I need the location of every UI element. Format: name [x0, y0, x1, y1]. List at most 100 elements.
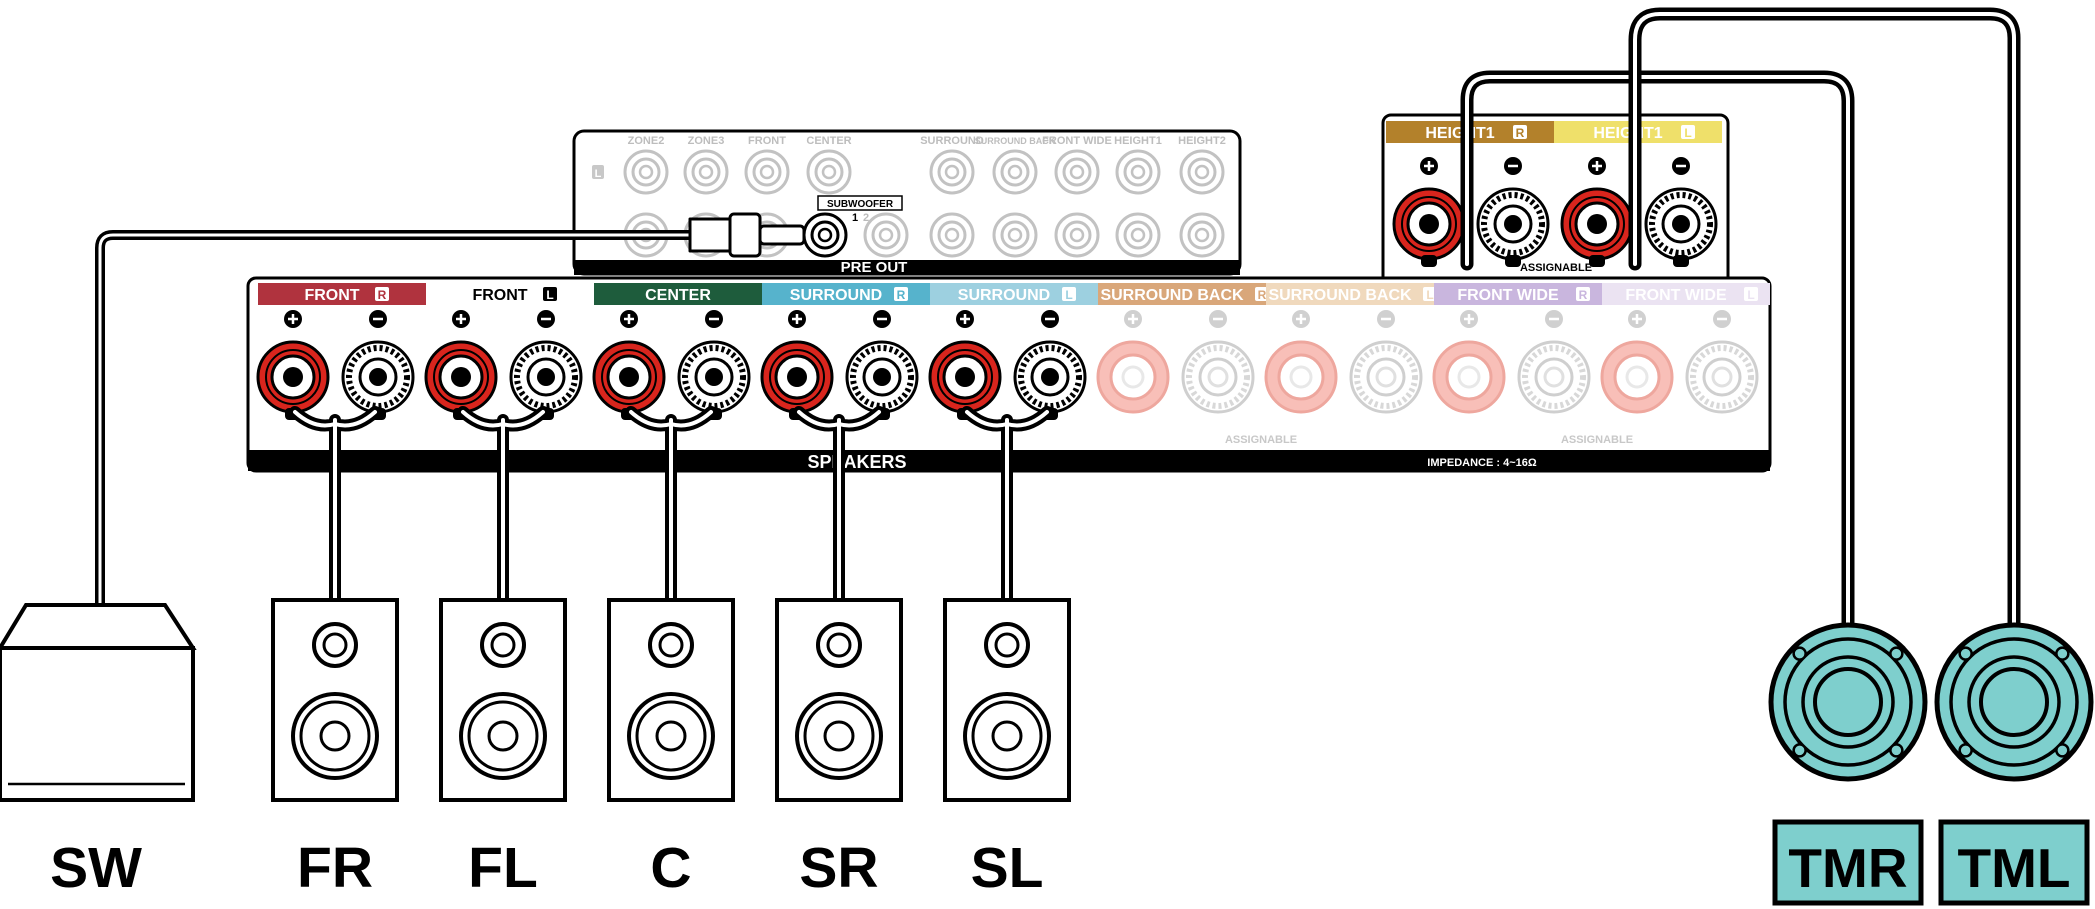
subwoofer-speaker[interactable]	[0, 603, 197, 802]
cable-tmr	[1460, 70, 1855, 647]
terminal-minus-9[interactable]	[1685, 340, 1759, 414]
minus-sign	[1713, 310, 1731, 328]
speaker-label-text: TML	[1957, 837, 2070, 899]
height-terminal-minus-1[interactable]	[1476, 187, 1550, 267]
channel-head-label: FRONT WIDE	[1625, 287, 1727, 304]
rca-plug-body	[688, 217, 732, 253]
terminal-plus-3[interactable]	[592, 340, 666, 420]
floor-speaker-sr[interactable]	[775, 598, 903, 802]
terminal-plus-4[interactable]	[760, 340, 834, 420]
terminal-minus-6[interactable]	[1181, 340, 1255, 414]
plus-sign	[1124, 310, 1142, 328]
plus-sign	[1292, 310, 1310, 328]
plus-sign	[956, 310, 974, 328]
minus-sign	[1504, 157, 1522, 175]
pre-out-jack-upper[interactable]	[992, 149, 1038, 195]
pre-out-jack-upper[interactable]	[1179, 149, 1225, 195]
height-terminal-plus-2[interactable]	[1560, 187, 1634, 267]
plus-sign	[1420, 157, 1438, 175]
terminal-minus-1[interactable]	[341, 340, 415, 420]
cable-subwoofer	[95, 212, 806, 610]
pre-out-jack-lower[interactable]	[1115, 212, 1161, 258]
channel-head-3: CENTER	[594, 283, 762, 305]
assignable-label-front-wide: ASSIGNABLE	[1561, 434, 1633, 446]
pre-out-jack-lower[interactable]	[1179, 212, 1225, 258]
pre-out-jack-upper[interactable]	[1054, 149, 1100, 195]
pre-out-side-label: L	[595, 168, 602, 180]
ceiling-speaker-tml[interactable]	[1934, 622, 2094, 782]
channel-head-side: R	[378, 288, 387, 302]
channel-head-side: R	[897, 288, 906, 302]
subwoofer-port-2-label: 2	[863, 212, 869, 224]
channel-head-side: L	[1747, 288, 1754, 302]
pre-out-jack-upper[interactable]	[929, 149, 975, 195]
pre-out-column-label: HEIGHT2	[1178, 135, 1226, 147]
plus-sign	[1628, 310, 1646, 328]
channel-head-side: L	[546, 288, 553, 302]
floor-speaker-fl[interactable]	[439, 598, 567, 802]
terminal-minus-8[interactable]	[1517, 340, 1591, 414]
speaker-label-sl: SL	[971, 836, 1044, 900]
terminal-plus-2[interactable]	[424, 340, 498, 420]
channel-head-side: R	[1516, 126, 1525, 140]
terminal-plus-9[interactable]	[1600, 340, 1674, 414]
pre-out-column-6: SURROUND BACK	[975, 136, 1056, 258]
pre-out-side-badge	[592, 165, 604, 179]
minus-sign	[1041, 310, 1059, 328]
terminal-minus-5[interactable]	[1013, 340, 1087, 420]
pre-out-jack-upper[interactable]	[623, 149, 669, 195]
pre-out-column-label: ZONE2	[628, 135, 665, 147]
pre-out-jack-lower[interactable]	[929, 212, 975, 258]
pre-out-jack-lower[interactable]	[1054, 212, 1100, 258]
pre-out-title: PRE OUT	[841, 259, 908, 276]
cable-floor-speaker-2	[457, 406, 549, 611]
ceiling-speaker-tmr[interactable]	[1768, 622, 1928, 782]
rca-plug-ring	[728, 212, 762, 258]
cable-floor-speaker-1	[289, 406, 381, 611]
channel-head-side: R	[1579, 288, 1588, 302]
channel-head-side: L	[1426, 288, 1433, 302]
rca-plug-tip	[758, 224, 806, 246]
terminal-plus-8[interactable]	[1432, 340, 1506, 414]
height-terminal-minus-2[interactable]	[1644, 187, 1718, 267]
minus-sign	[537, 310, 555, 328]
terminal-plus-6[interactable]	[1096, 340, 1170, 414]
floor-speaker-c[interactable]	[607, 598, 735, 802]
pre-out-column-5: SURROUND	[920, 135, 984, 258]
plus-sign	[284, 310, 302, 328]
pre-out-jack-upper[interactable]	[683, 149, 729, 195]
terminal-minus-2[interactable]	[509, 340, 583, 420]
speaker-label-text: TMR	[1788, 837, 1907, 899]
speaker-label-fl: FL	[468, 836, 538, 900]
height-terminal-plus-1[interactable]	[1392, 187, 1466, 267]
subwoofer-jack-1[interactable]	[802, 212, 848, 258]
assignable-label-surround-back: ASSIGNABLE	[1225, 434, 1297, 446]
channel-head-side: R	[1258, 288, 1267, 302]
pre-out-jack-upper[interactable]	[1115, 149, 1161, 195]
subwoofer-jack-2[interactable]	[863, 212, 909, 258]
terminal-minus-7[interactable]	[1349, 340, 1423, 414]
subwoofer-port-1-label: 1	[852, 212, 858, 224]
cable-floor-speaker-5	[961, 406, 1053, 611]
channel-head-9: FRONT WIDE L	[1602, 283, 1770, 305]
minus-sign	[1209, 310, 1227, 328]
floor-speaker-sl[interactable]	[943, 598, 1071, 802]
floor-speaker-fr[interactable]	[271, 598, 399, 802]
terminal-plus-7[interactable]	[1264, 340, 1338, 414]
pre-out-column-label: FRONT	[748, 135, 786, 147]
pre-out-jack-upper[interactable]	[806, 149, 852, 195]
terminal-plus-5[interactable]	[928, 340, 1002, 420]
minus-sign	[873, 310, 891, 328]
pre-out-jack-lower[interactable]	[992, 212, 1038, 258]
pre-out-column-label: HEIGHT1	[1114, 135, 1162, 147]
pre-out-column-label: ZONE3	[688, 135, 725, 147]
minus-sign	[705, 310, 723, 328]
plus-sign	[1588, 157, 1606, 175]
pre-out-column-label: FRONT WIDE	[1042, 135, 1112, 147]
pre-out-jack-upper[interactable]	[744, 149, 790, 195]
